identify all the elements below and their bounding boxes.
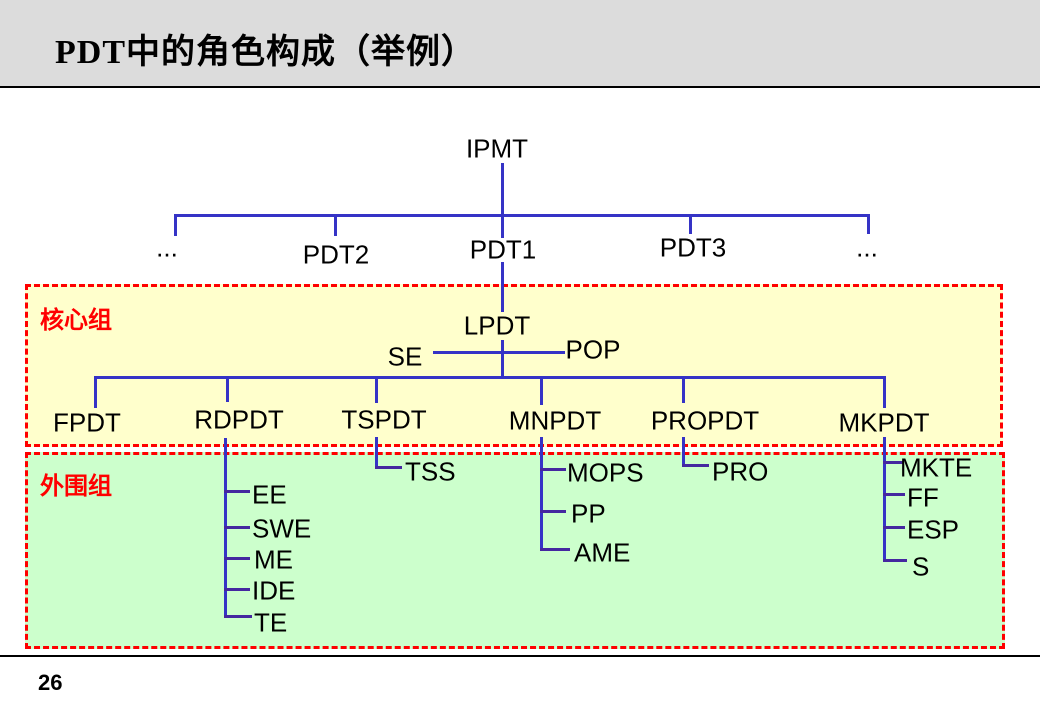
node-ellipsis-left: ... [156, 232, 178, 263]
header-rule [0, 86, 1040, 88]
node-fpdt: FPDT [53, 407, 121, 438]
node-pdt3: PDT3 [659, 232, 727, 263]
node-mkpdt: MKPDT [838, 407, 930, 438]
connector-lpdt-stem [501, 340, 504, 378]
core-group-box [25, 284, 1003, 447]
connector-tick-pdt3 [689, 214, 692, 234]
node-tspdt: TSPDT [341, 404, 427, 435]
connector-ame-tick [540, 548, 570, 551]
connector-te-tick [224, 615, 252, 618]
node-ipmt: IPMT [465, 133, 529, 164]
node-mnpdt: MNPDT [508, 405, 602, 436]
connector-level1-rail [174, 214, 870, 217]
connector-tspdt-branch [375, 437, 378, 469]
connector-mnpdt-stem [540, 376, 543, 405]
node-mkte: MKTE [900, 452, 973, 483]
core-group-label: 核心组 [40, 308, 112, 334]
connector-swe-tick [224, 526, 250, 529]
peripheral-group-box [25, 452, 1005, 649]
node-pdt1: PDT1 [469, 234, 537, 265]
node-tss: TSS [405, 456, 456, 487]
connector-mnpdt-branch [540, 437, 543, 551]
connector-ff-tick [883, 493, 905, 496]
connector-mops-tick [540, 468, 566, 471]
connector-pp-tick [540, 510, 566, 513]
node-te: TE [254, 607, 288, 638]
slide-header [0, 0, 1040, 86]
node-ame: AME [574, 537, 631, 568]
connector-propdt-branch [682, 437, 685, 467]
slide-title: PDT中的角色构成（举例） [55, 34, 476, 71]
connector-pro-tick [682, 464, 709, 467]
connector-esp-tick [883, 526, 905, 529]
node-ee: EE [252, 479, 287, 510]
node-ide: IDE [252, 575, 296, 606]
node-pp: PP [571, 498, 606, 529]
node-ff: FF [907, 482, 939, 513]
connector-ipmt-stem [501, 163, 504, 238]
node-rdpdt: RDPDT [194, 404, 284, 435]
connector-s-tick [883, 559, 907, 562]
page-number: 26 [38, 670, 63, 695]
connector-core-rail [94, 376, 886, 379]
connector-me-tick [224, 557, 250, 560]
connector-ide-tick [224, 588, 250, 591]
connector-tick-pdt2 [334, 214, 337, 236]
node-pop: POP [565, 334, 621, 365]
connector-ee-tick [224, 490, 250, 493]
node-propdt: PROPDT [650, 405, 760, 436]
connector-tick-dots-right [867, 214, 870, 234]
connector-pdt1-stem [501, 262, 504, 312]
node-me: ME [254, 544, 293, 575]
connector-propdt-stem [682, 376, 685, 403]
node-lpdt: LPDT [463, 310, 531, 341]
connector-mkpdt-stem [883, 376, 886, 408]
connector-rdpdt-stem [226, 376, 229, 402]
node-s: S [912, 551, 930, 582]
node-pro: PRO [712, 456, 769, 487]
node-pdt2: PDT2 [302, 239, 370, 270]
connector-tick-dots-left [174, 214, 177, 236]
connector-tss-tick [375, 466, 402, 469]
footer-rule [0, 655, 1040, 657]
connector-mkpdt-branch [883, 437, 886, 562]
node-mops: MOPS [567, 457, 644, 488]
node-swe: SWE [252, 513, 312, 544]
connector-fpdt-stem [94, 376, 97, 408]
connector-mkte-tick [883, 461, 903, 464]
connector-tspdt-stem [375, 376, 378, 403]
connector-se-pop [433, 351, 565, 354]
node-esp: ESP [907, 514, 960, 545]
node-se: SE [387, 341, 423, 372]
peripheral-group-label: 外围组 [40, 474, 112, 500]
node-ellipsis-right: ... [856, 232, 878, 263]
